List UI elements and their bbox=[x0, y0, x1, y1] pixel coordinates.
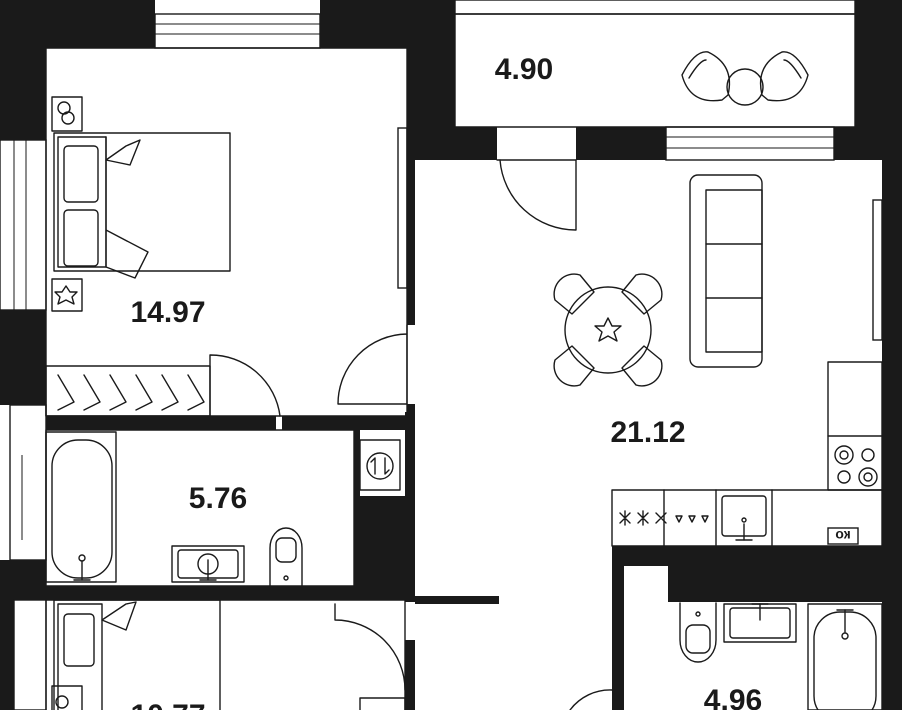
bathroom-right-fixtures bbox=[679, 602, 883, 710]
room-area-living-kitchen: 21.12 bbox=[610, 416, 685, 449]
room-area-bedroom-2: 10.77 bbox=[130, 699, 205, 710]
bedroom-2-furniture bbox=[45, 599, 406, 710]
bedroom-furniture bbox=[45, 47, 408, 417]
room-area-bathroom-right: 4.96 bbox=[704, 684, 762, 710]
room-area-balcony: 4.90 bbox=[495, 53, 553, 86]
room-area-bathroom-left: 5.76 bbox=[189, 482, 247, 515]
bathroom-left-fixtures bbox=[45, 429, 401, 587]
living-kitchen-furniture: ко bbox=[553, 174, 883, 547]
windows bbox=[0, 0, 883, 710]
doors bbox=[209, 159, 613, 710]
balcony-furniture bbox=[454, 13, 856, 128]
ventilation-marker: ко bbox=[835, 528, 850, 544]
room-area-bedroom: 14.97 bbox=[130, 296, 205, 329]
room-labels: 14.97 4.90 21.12 5.76 4.96 10.77 bbox=[130, 53, 762, 710]
